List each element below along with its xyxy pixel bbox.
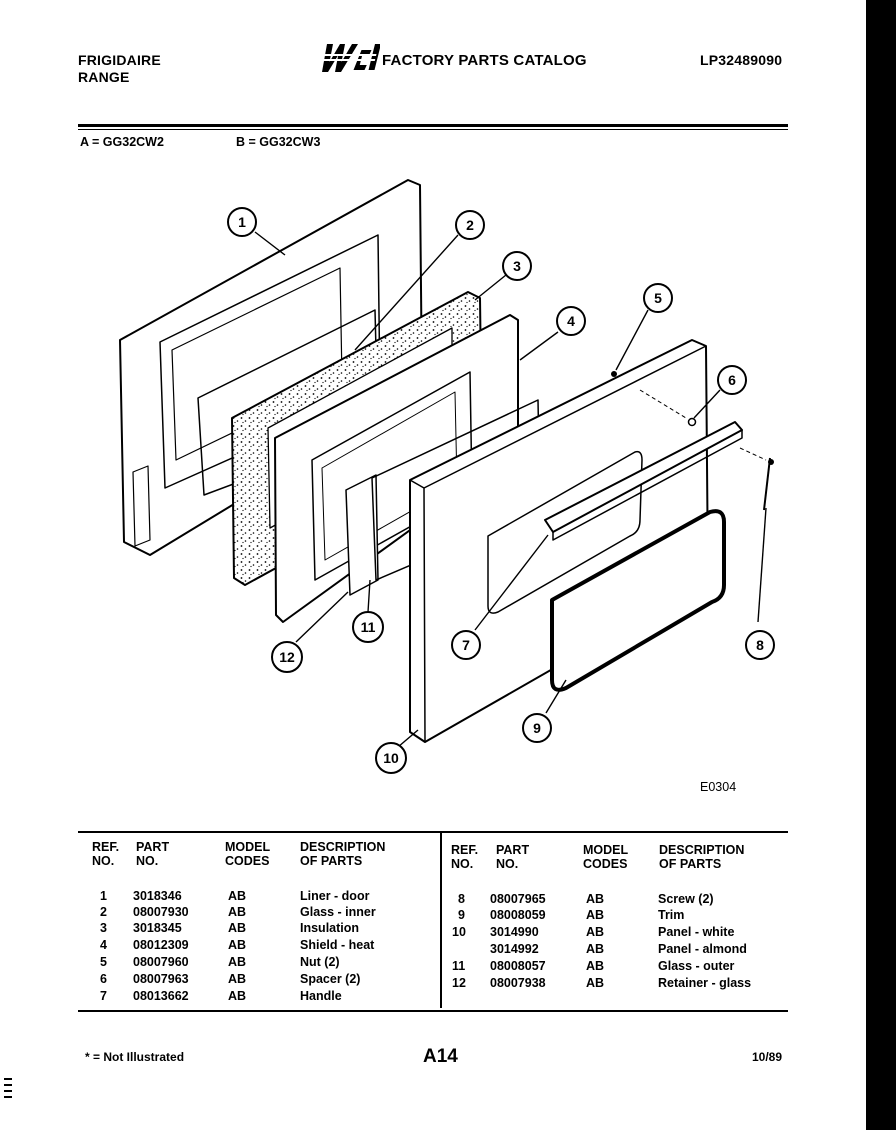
- svg-text:8: 8: [756, 637, 764, 653]
- wci-logo: [318, 44, 380, 72]
- callout-11: 11: [352, 611, 384, 643]
- catalog-number: LP32489090: [700, 52, 783, 68]
- header-ref-right: REF.NO.: [451, 843, 479, 871]
- svg-text:1: 1: [238, 214, 246, 230]
- header-rule: [78, 124, 788, 127]
- revision-date: 10/89: [752, 1050, 783, 1064]
- callout-8: 8: [745, 630, 775, 660]
- model-a: A = GG32CW2: [80, 135, 164, 149]
- exploded-door-diagram: 1 2 3 4 5 6 7 8 9 10 11 12: [119, 179, 775, 774]
- diagram-code: E0304: [700, 780, 737, 794]
- model-b: B = GG32CW3: [236, 135, 321, 149]
- brand-block: FRIGIDAIRE RANGE: [78, 52, 161, 86]
- svg-text:9: 9: [533, 720, 541, 736]
- callout-10: 10: [375, 742, 407, 774]
- page-number: A14: [423, 1046, 458, 1067]
- footnote: * = Not Illustrated: [85, 1050, 185, 1064]
- svg-text:11: 11: [361, 619, 376, 635]
- svg-text:4: 4: [567, 313, 575, 329]
- product-type: RANGE: [78, 69, 130, 85]
- callout-3: 3: [502, 251, 532, 281]
- table-bottom-rule: [78, 1010, 788, 1012]
- callout-1: 1: [227, 207, 257, 237]
- svg-text:3: 3: [513, 258, 521, 274]
- header-rule-thin: [78, 129, 788, 130]
- callout-2: 2: [455, 210, 485, 240]
- table-top-rule: [78, 831, 788, 833]
- svg-text:7: 7: [462, 637, 470, 653]
- callout-5: 5: [643, 283, 673, 313]
- binding-marks: [4, 1078, 12, 1098]
- svg-text:12: 12: [279, 649, 295, 665]
- svg-text:2: 2: [466, 217, 474, 233]
- callout-9: 9: [522, 713, 552, 743]
- callout-6: 6: [717, 365, 747, 395]
- callout-4: 4: [556, 306, 586, 336]
- header-ref: REF.NO.: [92, 840, 120, 868]
- catalog-title: FACTORY PARTS CATALOG: [382, 52, 587, 69]
- callout-7: 7: [451, 630, 481, 660]
- svg-text:10: 10: [383, 750, 399, 766]
- svg-text:6: 6: [728, 372, 736, 388]
- brand-name: FRIGIDAIRE: [78, 52, 161, 68]
- svg-text:5: 5: [654, 290, 662, 306]
- page-border: [866, 0, 896, 1130]
- callout-12: 12: [271, 641, 303, 673]
- table-divider: [440, 833, 442, 1008]
